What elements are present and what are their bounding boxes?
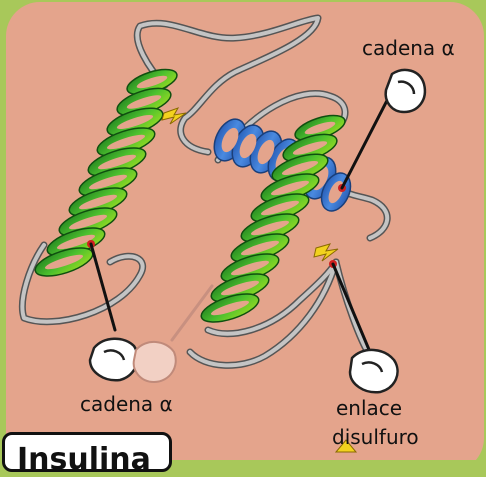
hand-pointer-icon-faded — [134, 342, 176, 382]
label-alpha-chain-top: cadena α — [362, 38, 455, 58]
title: Insulina — [17, 445, 151, 475]
title-box: Insulina — [2, 432, 172, 472]
hand-pointer-icon — [90, 339, 138, 381]
insulin-diagram: cadena α cadena α enlace disulfuro Insul… — [0, 0, 486, 460]
label-disulfide-line2: disulfuro — [332, 427, 419, 447]
hand-pointer-icon — [386, 70, 425, 112]
label-alpha-chain-bottom: cadena α — [80, 394, 173, 414]
diagram-canvas — [0, 0, 486, 460]
label-disulfide-line1: enlace — [336, 398, 402, 418]
hand-pointer-icon — [350, 350, 398, 392]
